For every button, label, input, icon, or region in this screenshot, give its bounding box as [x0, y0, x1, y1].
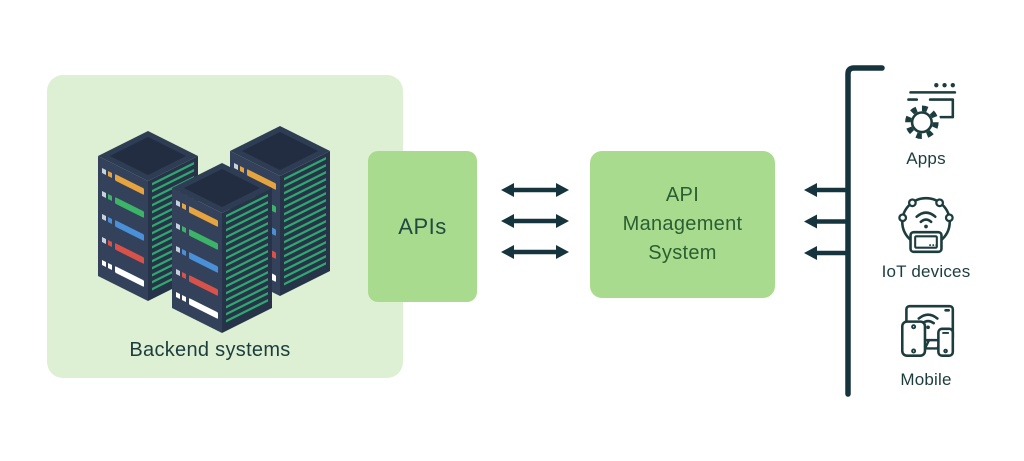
apps-label: Apps	[906, 149, 946, 168]
client-mobile: Mobile	[858, 301, 994, 390]
apis-label: APIs	[398, 213, 447, 239]
iot-devices-icon	[898, 196, 954, 254]
apis-box: APIs	[368, 151, 477, 302]
clients-bracket	[804, 65, 885, 397]
backend-systems-label: Backend systems	[129, 339, 291, 361]
client-apps: Apps	[858, 80, 994, 169]
server-racks-illustration	[98, 126, 330, 333]
bracket-line	[845, 65, 885, 397]
ams-label-line2: Management	[622, 213, 743, 235]
apps-icon	[903, 82, 957, 141]
mobile-icon	[900, 304, 955, 357]
apis-ams-arrows	[501, 183, 569, 259]
mobile-label: Mobile	[900, 370, 952, 389]
ams-label-line3: System	[648, 242, 717, 264]
server-tower-front	[172, 163, 272, 333]
client-iot-devices: IoT devices	[858, 193, 994, 282]
ams-label-line1: API	[665, 184, 700, 206]
api-management-system-box: API Management System	[590, 151, 775, 298]
iot-devices-label: IoT devices	[881, 262, 971, 281]
backend-systems-panel: Backend systems	[47, 75, 403, 378]
